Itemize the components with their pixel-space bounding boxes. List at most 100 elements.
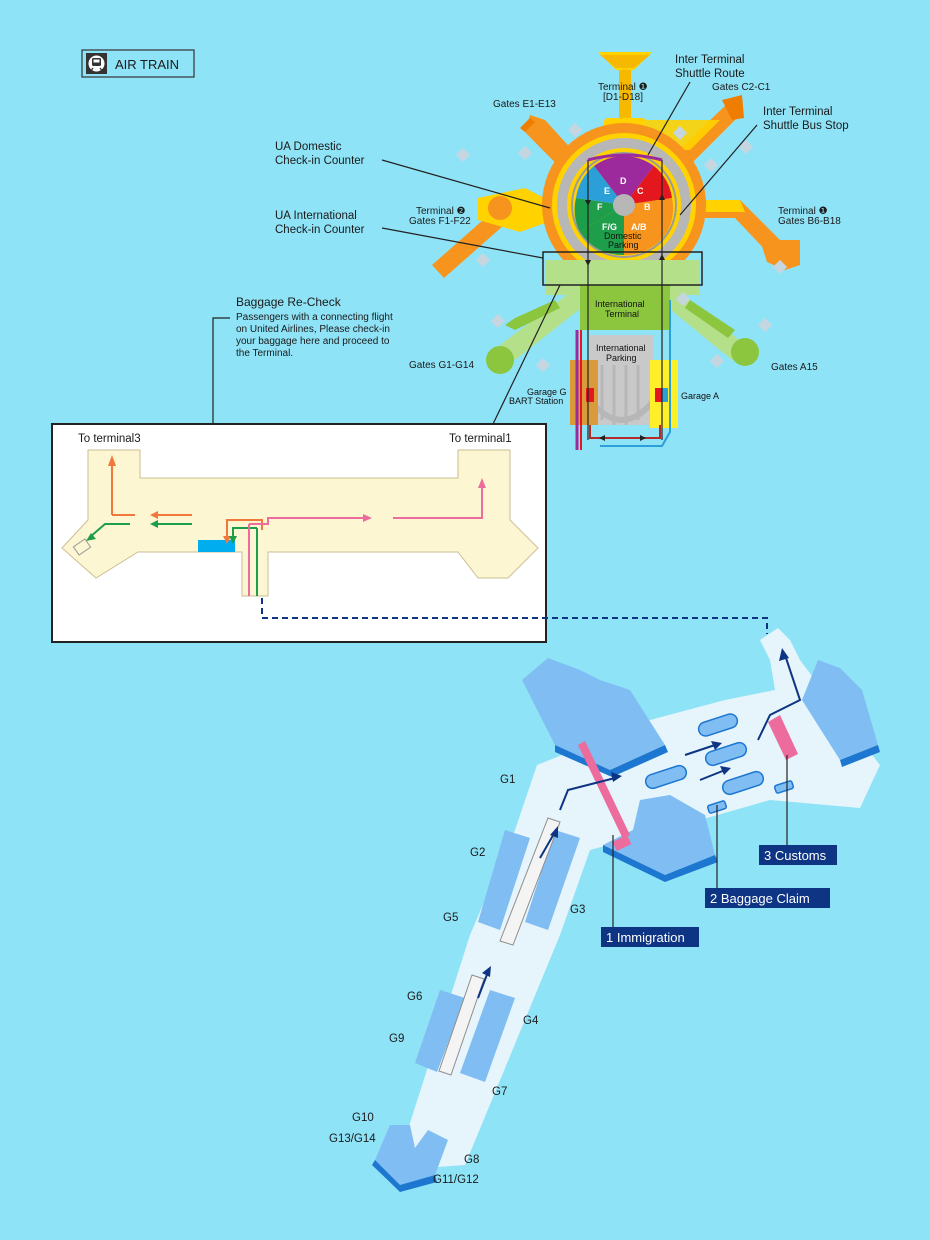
zone-b-label: B — [644, 202, 651, 212]
callout-ua-international: UA International Check-in Counter — [275, 210, 544, 259]
international-terminal — [580, 285, 670, 330]
international-parking-line2: Parking — [606, 353, 637, 363]
zone-f — [574, 198, 624, 232]
pier-gates-f — [432, 188, 548, 278]
gates-e-label: Gates E1-E13 — [493, 99, 556, 110]
domestic-parking-line1: Domestic — [604, 231, 642, 241]
shuttle-ring — [571, 152, 677, 258]
callout-shuttle-route: Inter Terminal Shuttle Route — [647, 54, 745, 156]
gate-g6: G6 — [407, 991, 422, 1003]
svg-text:Shuttle Bus Stop: Shuttle Bus Stop — [763, 120, 849, 132]
garage-a-marker-red — [655, 388, 663, 402]
terminal-complex: D C E F B F/G A/B Domestic Parking Inter… — [432, 52, 800, 450]
baggage-recheck-title: Baggage Re-Check — [236, 295, 342, 309]
step-immigration-callout: 1 Immigration — [601, 835, 699, 947]
terminal-1-line2: [D1-D18] — [603, 92, 643, 103]
building-northeast — [802, 660, 878, 760]
gates-c-label: Gates C2-C1 — [712, 82, 771, 93]
callout-shuttle-bus-stop: Inter Terminal Shuttle Bus Stop — [679, 106, 849, 216]
gate-g1: G1 — [500, 774, 515, 786]
inset-floor — [61, 449, 539, 597]
zone-c-label: C — [637, 186, 644, 196]
route-pink — [248, 486, 483, 596]
inset-to-terminal3: To terminal3 — [78, 433, 141, 445]
flow-path — [477, 654, 802, 999]
gate-g3: G3 — [570, 904, 585, 916]
svg-text:on United Airlines, Please che: on United Airlines, Please check-in — [236, 324, 390, 335]
legend-air-train: AIR TRAIN — [81, 49, 195, 78]
gate-piers — [372, 830, 580, 1192]
garage-a-label: Garage A — [681, 391, 719, 401]
svg-text:UA International: UA International — [275, 210, 357, 222]
svg-text:your baggage here and proceed: your baggage here and proceed to — [236, 336, 390, 347]
svg-text:Check-in Counter: Check-in Counter — [275, 155, 365, 167]
gate-g13-g14: G13/G14 — [329, 1133, 376, 1145]
svg-text:Passengers with a connecting f: Passengers with a connecting flight — [236, 312, 393, 323]
zone-f-label: F — [597, 202, 603, 212]
svg-text:Inter Terminal: Inter Terminal — [763, 106, 832, 118]
zone-e-label: E — [604, 186, 610, 196]
gate-g10: G10 — [352, 1112, 374, 1124]
gates-g-label: Gates G1-G14 — [409, 360, 474, 371]
step-baggage-claim-callout: 2 Baggage Claim — [705, 805, 830, 908]
baggage-carousels — [644, 713, 795, 814]
inset-international-hall: To terminal3 To terminal1 — [51, 423, 768, 643]
svg-text:Shuttle Route: Shuttle Route — [675, 68, 745, 80]
zone-ab — [624, 205, 667, 256]
customs-counter — [768, 715, 798, 760]
garage-g-line1: Garage G — [527, 387, 567, 397]
svg-text:Check-in Counter: Check-in Counter — [275, 224, 365, 236]
zones-pie — [574, 156, 674, 256]
inset-to-terminal1: To terminal1 — [449, 433, 512, 445]
domestic-parking-line2: Parking — [608, 240, 639, 250]
transit-lines — [575, 153, 671, 450]
boarding-area-g: 1 Immigration 2 Baggage Claim 3 Customs … — [329, 628, 880, 1192]
zone-b — [624, 198, 674, 232]
zone-d — [594, 156, 654, 205]
terminal-2-line2: Gates F1-F22 — [409, 216, 471, 227]
international-terminal-line2: Terminal — [605, 309, 639, 319]
ua-international-highlight-box — [542, 251, 703, 286]
garage-g-line2: BART Station — [509, 396, 563, 406]
gate-g7: G7 — [492, 1086, 507, 1098]
international-terminal-line1: International — [595, 299, 645, 309]
terminal-3-line2: Gates B6-B18 — [778, 216, 841, 227]
route-green — [89, 523, 258, 596]
bart-station-marker — [586, 388, 594, 402]
gates-a-label: Gates A15 — [771, 362, 818, 373]
gate-g9: G9 — [389, 1033, 404, 1045]
callout-ua-domestic: UA Domestic Check-in Counter — [275, 141, 551, 209]
gate-g10-g14-cluster — [375, 1125, 448, 1185]
zone-fg-label: F/G — [602, 222, 617, 232]
gate-g8: G8 — [464, 1154, 479, 1166]
gate-g11-g12: G11/G12 — [433, 1174, 479, 1186]
inset-connector — [492, 284, 561, 425]
connector-dashed — [261, 598, 768, 634]
zone-d-label: D — [620, 176, 627, 186]
step-1-label: 1 Immigration — [606, 930, 685, 945]
legend-label: AIR TRAIN — [115, 57, 179, 72]
zone-ab-label: A/B — [631, 222, 647, 232]
terminal-3-line1: Terminal ❶ — [778, 206, 828, 217]
train-icon — [88, 55, 105, 72]
immigration-counter — [578, 741, 632, 851]
svg-text:Inter Terminal: Inter Terminal — [675, 54, 744, 66]
zone-fg — [580, 205, 624, 256]
step-customs-callout: 3 Customs — [759, 755, 837, 865]
gate-g4: G4 — [523, 1015, 539, 1027]
zone-c — [624, 166, 672, 205]
building-northwest — [522, 658, 665, 770]
svg-text:the Terminal.: the Terminal. — [236, 348, 293, 359]
garage-a-marker-blue — [662, 388, 668, 402]
svg-text:UA Domestic: UA Domestic — [275, 141, 342, 153]
boarding-floor — [395, 628, 880, 1170]
terminal-2-line1: Terminal ❷ — [416, 206, 466, 217]
baggage-recheck-counter — [198, 540, 235, 552]
step-2-label: 2 Baggage Claim — [710, 891, 810, 906]
building-southcenter — [603, 795, 715, 875]
gate-g2: G2 — [470, 847, 485, 859]
terminal-1-line1: Terminal ❶ — [598, 82, 648, 93]
international-parking-line1: International — [596, 343, 646, 353]
flow-arrowheads — [482, 648, 789, 977]
